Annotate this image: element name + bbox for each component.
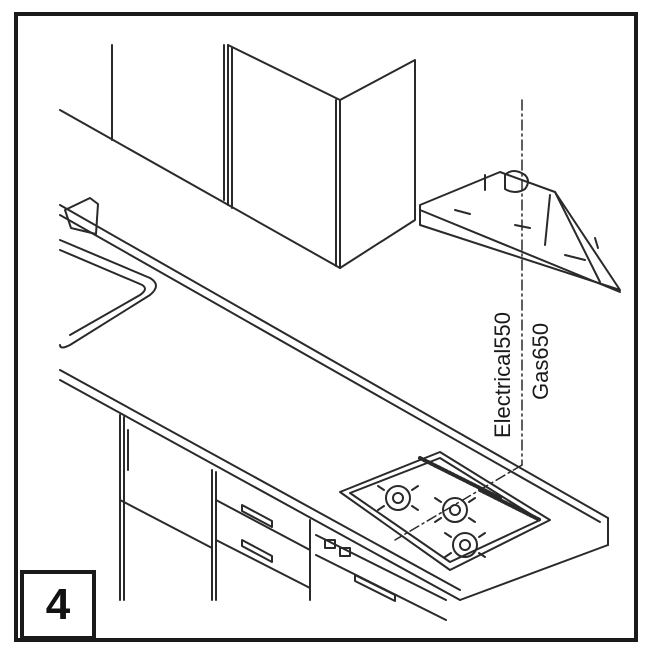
step-number: 4 [45,580,71,629]
lower-cabinets [119,414,447,621]
sink [59,239,157,349]
burner-axis-line [394,464,523,541]
gas-height-label: Gas650 [528,322,553,400]
countertop [59,197,609,601]
illustration-frame [14,12,638,642]
electrical-height-label: Electrical550 [490,312,515,438]
range-hood [419,170,621,293]
gas-cooktop [339,451,551,571]
burner-front [444,532,486,558]
step-number-badge: 4 [20,570,96,640]
upper-cabinets [59,44,416,269]
burner-middle [434,497,476,523]
burner-left [377,485,419,511]
